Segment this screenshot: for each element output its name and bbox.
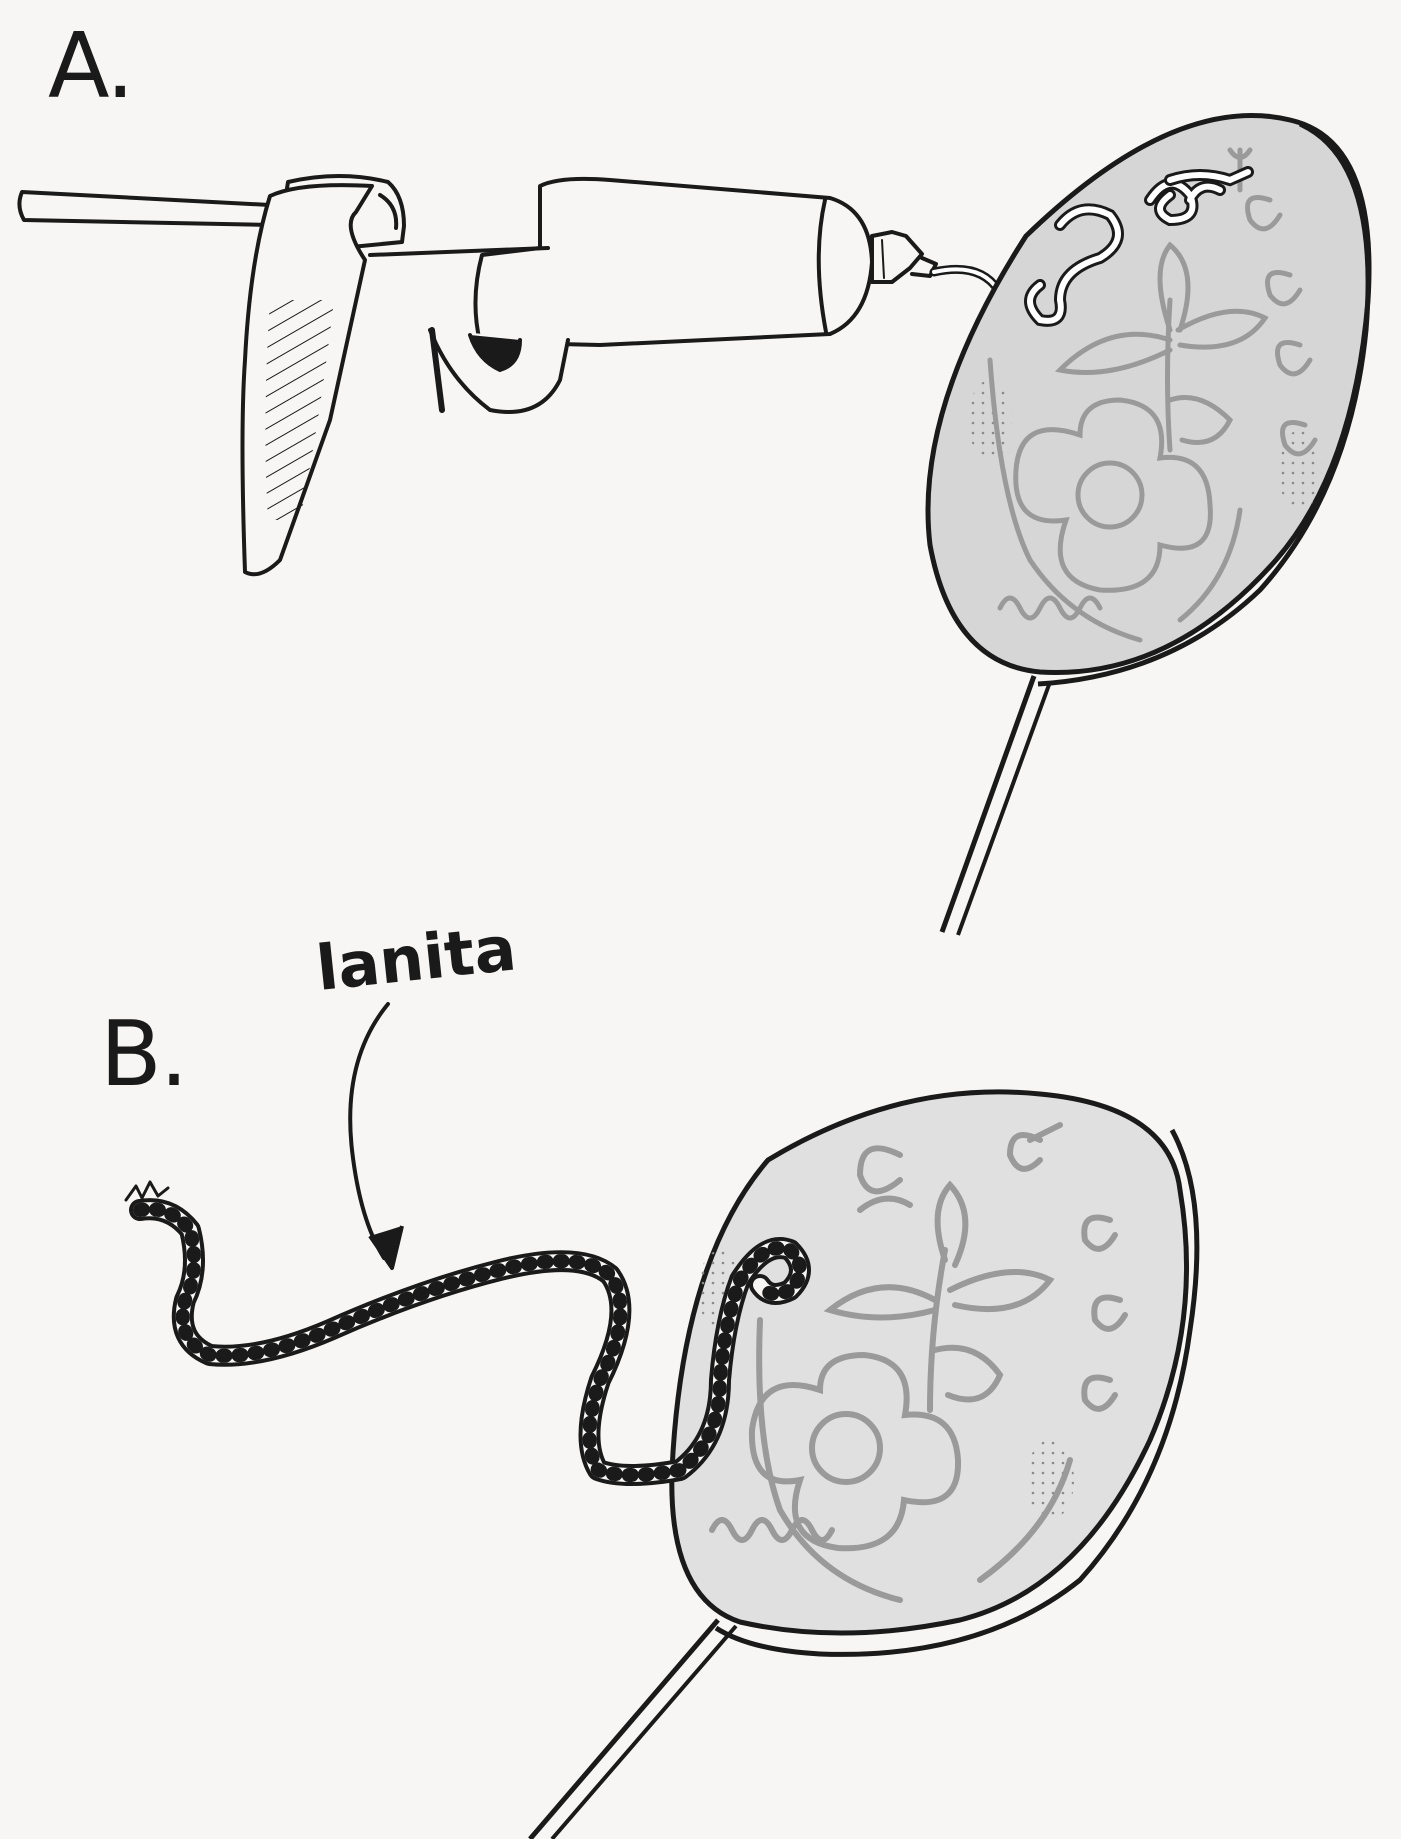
glue-stick bbox=[19, 192, 272, 225]
panel-a bbox=[19, 115, 1369, 935]
painted-fan-icon bbox=[928, 115, 1369, 935]
yarn-frayed-end bbox=[126, 1182, 168, 1200]
fan-stick bbox=[942, 676, 1034, 932]
gun-barrel bbox=[475, 179, 872, 345]
fan-stipple bbox=[968, 380, 1012, 460]
callout-arrow bbox=[350, 1004, 388, 1258]
fan-stick-edge bbox=[958, 682, 1050, 935]
fan-stick bbox=[530, 1620, 718, 1839]
panel-b-label: B. bbox=[100, 1010, 186, 1100]
glue-gun-icon bbox=[19, 176, 936, 574]
panel-a-label: A. bbox=[48, 22, 133, 112]
fan-stick-edge bbox=[552, 1626, 736, 1839]
panel-b bbox=[126, 1004, 1197, 1839]
callout-arrowhead bbox=[370, 1226, 402, 1268]
